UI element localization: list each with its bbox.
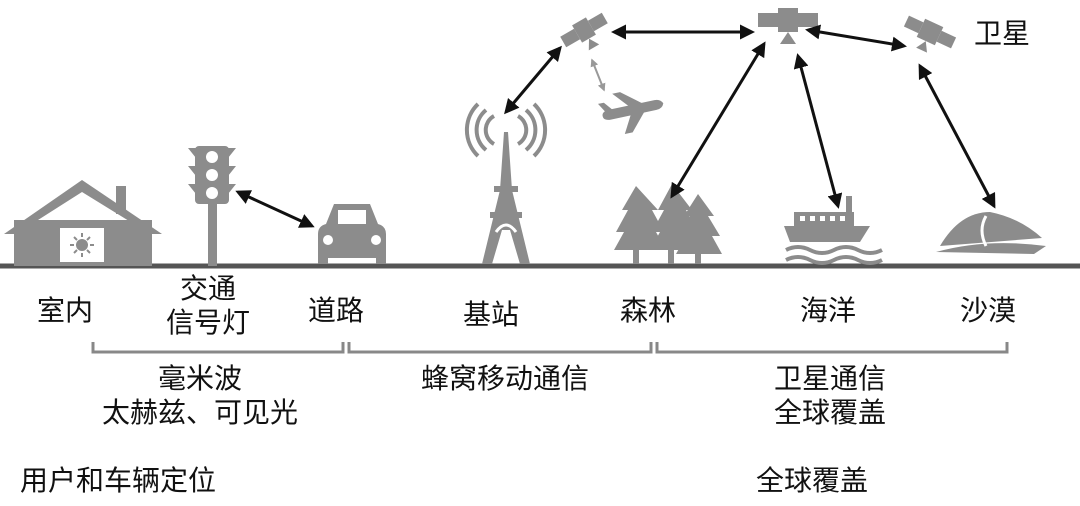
group-satellite-line2: 全球覆盖 <box>773 396 886 429</box>
house-icon <box>4 180 162 266</box>
group-cellular: 蜂窝移动通信 <box>420 362 589 395</box>
satellite-label: 卫星 <box>974 17 1031 50</box>
location-traffic-light-line2: 信号灯 <box>165 306 250 339</box>
arrow-sat-to-ship <box>793 53 843 209</box>
satellite-icon-center <box>758 8 818 44</box>
forest-icon <box>614 184 722 264</box>
group-mmwave-line2: 太赫兹、可见光 <box>101 396 298 429</box>
arrow-light-to-car <box>235 190 315 228</box>
airplane-icon <box>597 92 664 135</box>
bottom-coverage: 全球覆盖 <box>756 464 869 497</box>
location-desert: 沙漠 <box>960 294 1017 327</box>
traffic-light-icon <box>188 146 236 266</box>
group-brackets <box>91 342 1009 354</box>
arrow-sat-to-tower <box>504 45 562 115</box>
location-forest: 森林 <box>620 294 677 327</box>
location-road: 道路 <box>308 294 365 327</box>
bracket-satellite <box>655 342 1009 354</box>
satellite-icon-left <box>560 12 608 51</box>
base-station-icon <box>464 102 548 264</box>
bracket-cellular <box>347 342 653 354</box>
bracket-mmwave <box>91 342 345 354</box>
bottom-positioning: 用户和车辆定位 <box>20 464 217 497</box>
group-mmwave: 毫米波 太赫兹、可见光 <box>60 362 340 430</box>
group-mmwave-line1: 毫米波 <box>157 362 242 395</box>
desert-icon <box>936 212 1046 254</box>
location-indoor: 室内 <box>37 294 94 327</box>
satellite-icon-right <box>903 15 957 53</box>
arrow-sat-to-desert <box>918 63 996 209</box>
location-base-station: 基站 <box>463 298 520 331</box>
arrow-sat-to-forest <box>670 41 766 199</box>
link-arrows <box>235 24 996 228</box>
ship-icon <box>784 196 883 265</box>
location-traffic-light: 交通 信号灯 <box>148 272 268 340</box>
arrow-sat-center-right <box>805 24 907 52</box>
location-traffic-light-line1: 交通 <box>179 272 236 305</box>
location-ocean: 海洋 <box>800 294 857 327</box>
car-icon <box>318 204 386 264</box>
group-satellite-line1: 卫星通信 <box>773 362 886 395</box>
group-satellite: 卫星通信 全球覆盖 <box>740 362 920 430</box>
arrow-sat-to-plane <box>590 58 606 92</box>
